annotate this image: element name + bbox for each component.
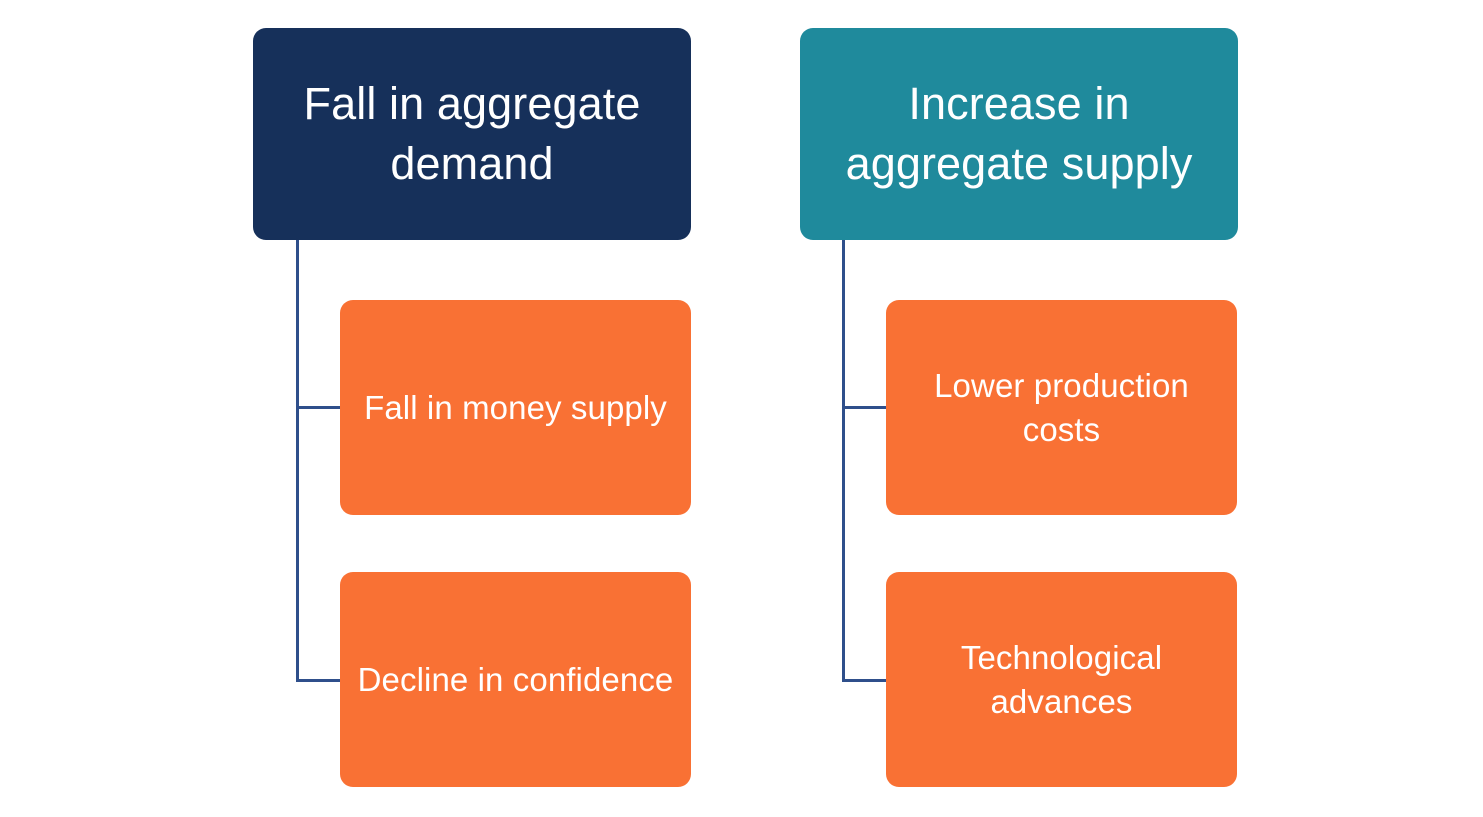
connector-line-left-branch-2 <box>296 679 346 682</box>
node-child-lower-production-costs-label: Lower production costs <box>934 366 1189 448</box>
node-child-fall-in-money-supply[interactable]: Fall in money supply <box>340 300 691 515</box>
node-child-fall-in-money-supply-label: Fall in money supply <box>364 388 667 426</box>
node-root-aggregate-demand[interactable]: Fall in aggregate demand <box>253 28 691 240</box>
node-child-lower-production-costs[interactable]: Lower production costs <box>886 300 1237 515</box>
connector-line-left-trunk <box>296 240 299 682</box>
node-root-aggregate-supply-label: Increase in aggregate supply <box>845 78 1193 189</box>
connector-line-right-trunk <box>842 240 845 682</box>
connector-line-left-branch-1 <box>296 406 346 409</box>
node-child-technological-advances-label: Technological advances <box>960 638 1163 720</box>
node-root-aggregate-supply[interactable]: Increase in aggregate supply <box>800 28 1238 240</box>
node-child-decline-in-confidence-label: Decline in confidence <box>357 660 674 698</box>
node-child-decline-in-confidence[interactable]: Decline in confidence <box>340 572 691 787</box>
node-child-technological-advances[interactable]: Technological advances <box>886 572 1237 787</box>
connector-line-right-branch-2 <box>842 679 892 682</box>
node-root-aggregate-demand-label: Fall in aggregate demand <box>303 78 641 189</box>
connector-line-right-branch-1 <box>842 406 892 409</box>
